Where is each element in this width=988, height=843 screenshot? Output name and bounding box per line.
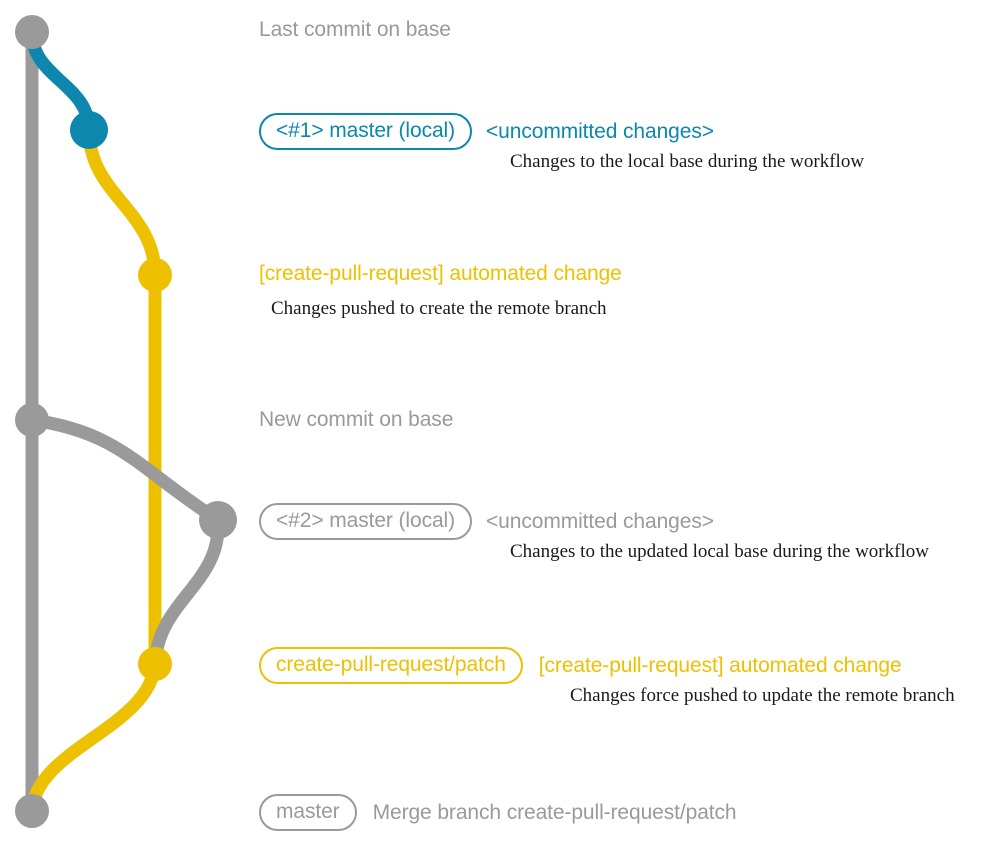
edge-local-2-to-remote-2 bbox=[148, 513, 225, 671]
node-merge-commit[interactable] bbox=[15, 794, 49, 828]
branch-badge-master-local-2[interactable]: <#2> master (local) bbox=[259, 503, 473, 540]
edge-base-to-local-2 bbox=[25, 413, 225, 527]
commit-headline: <uncommitted changes> bbox=[486, 120, 714, 143]
branch-badge-master-local-1[interactable]: <#1> master (local) bbox=[259, 113, 473, 150]
branch-badge-create-pull-request-patch[interactable]: create-pull-request/patch bbox=[259, 647, 523, 684]
commit-headline: <uncommitted changes> bbox=[486, 510, 714, 533]
commit-row-automated-change-2: create-pull-request/patch [create-pull-r… bbox=[259, 647, 902, 684]
edge-remote-2-to-merge bbox=[25, 657, 162, 818]
commit-subtext: Changes pushed to create the remote bran… bbox=[271, 298, 607, 319]
node-uncommitted-changes-2[interactable] bbox=[199, 501, 237, 539]
node-automated-change-2[interactable] bbox=[138, 647, 172, 681]
commit-subtext: Changes to the local base during the wor… bbox=[510, 151, 865, 172]
commit-subtext: Changes force pushed to update the remot… bbox=[570, 685, 955, 706]
node-new-commit-on-base[interactable] bbox=[15, 403, 49, 437]
commit-headline: New commit on base bbox=[259, 408, 454, 431]
commit-subtext: Changes to the updated local base during… bbox=[510, 541, 929, 562]
commit-row-new-commit-on-base: New commit on base bbox=[259, 409, 453, 430]
commit-row-uncommitted-changes-2: <#2> master (local) <uncommitted changes… bbox=[259, 503, 714, 540]
node-last-commit-on-base[interactable] bbox=[15, 15, 49, 49]
commit-headline: Merge branch create-pull-request/patch bbox=[372, 801, 737, 824]
commit-headline: Last commit on base bbox=[259, 18, 451, 41]
node-uncommitted-changes-1[interactable] bbox=[70, 111, 108, 149]
commit-row-merge-commit: master Merge branch create-pull-request/… bbox=[259, 794, 737, 831]
node-automated-change-1[interactable] bbox=[138, 258, 172, 292]
commit-headline: [create-pull-request] automated change bbox=[538, 654, 902, 677]
edge-local-1-to-remote-1 bbox=[82, 123, 162, 282]
commit-row-uncommitted-changes-1: <#1> master (local) <uncommitted changes… bbox=[259, 113, 714, 150]
commit-row-last-commit-on-base: Last commit on base bbox=[259, 19, 451, 40]
graph-nodes bbox=[15, 15, 237, 828]
commit-headline: [create-pull-request] automated change bbox=[259, 262, 622, 285]
commit-row-automated-change-1: [create-pull-request] automated change bbox=[259, 263, 622, 284]
branch-badge-master[interactable]: master bbox=[259, 794, 357, 831]
